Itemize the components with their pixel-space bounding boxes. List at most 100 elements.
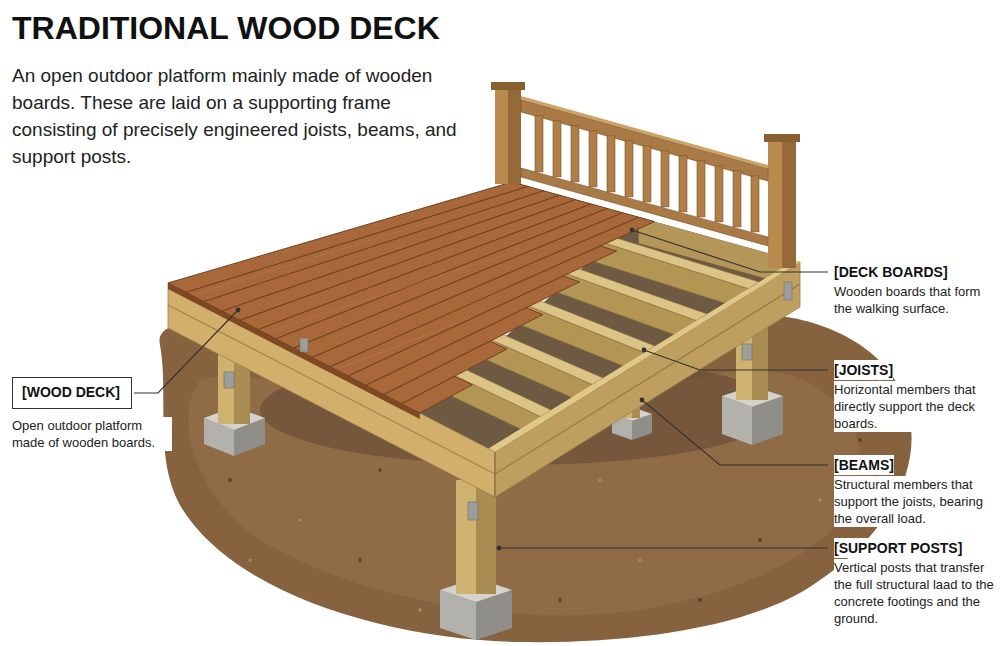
part-description: Structural members that support the jois… — [834, 476, 994, 527]
label-holder: Vertical posts that transfer the full st… — [834, 559, 994, 627]
rim-beam — [495, 284, 800, 474]
leader-dot — [236, 228, 647, 551]
part-description: Wooden boards that form the walking surf… — [834, 283, 994, 317]
railing — [625, 141, 633, 197]
railing — [508, 88, 521, 184]
leader-line — [134, 310, 238, 393]
leader-line — [644, 350, 828, 370]
ground — [358, 558, 362, 562]
deck-boards — [294, 213, 623, 348]
railing — [733, 171, 741, 227]
railing — [751, 176, 759, 232]
ground — [818, 498, 822, 502]
deck-boards — [204, 191, 544, 302]
deck-boards — [240, 200, 575, 321]
leader-line — [134, 230, 828, 548]
leader-dot — [236, 308, 241, 313]
leader-dot — [630, 228, 635, 233]
railing — [535, 116, 759, 232]
deck-boards — [402, 376, 455, 404]
label-holder: Open outdoor platform made of wooden boa… — [12, 417, 172, 451]
title-holder: TRADITIONAL WOOD DECK — [12, 8, 440, 48]
ground — [858, 438, 862, 442]
ground — [248, 558, 251, 561]
deck-boards — [168, 182, 655, 413]
leader-line — [632, 230, 828, 272]
deck-boards — [276, 208, 607, 338]
deck-boards — [186, 186, 528, 292]
railing — [697, 161, 705, 217]
deck-boards — [195, 222, 430, 294]
ground — [558, 598, 562, 602]
metal-bracket — [468, 502, 478, 520]
label-holder: [DECK BOARDS] — [834, 262, 948, 282]
railing — [643, 146, 651, 202]
support-post — [476, 480, 496, 594]
railing — [535, 116, 543, 172]
ground — [598, 478, 601, 481]
deck-boards — [168, 283, 420, 419]
ground — [698, 598, 702, 602]
part-name: [DECK BOARDS] — [834, 262, 948, 282]
ground — [638, 558, 641, 561]
railing — [661, 151, 669, 207]
railing — [715, 166, 723, 222]
deck-boards — [348, 276, 563, 376]
rim-beam — [494, 452, 495, 497]
part-name: [WOOD DECK] — [22, 384, 122, 401]
ground — [228, 478, 232, 482]
deck-boards — [168, 182, 655, 419]
ground — [418, 608, 422, 612]
label-holder: Structural members that support the jois… — [834, 476, 994, 527]
label-holder: Wooden boards that form the walking surf… — [834, 283, 994, 317]
railing — [589, 131, 597, 187]
deck-boards — [330, 246, 601, 367]
title: TRADITIONAL WOOD DECK — [12, 8, 440, 48]
ground — [758, 538, 762, 542]
metal-bracket — [300, 338, 308, 352]
leader-line — [642, 400, 828, 465]
deck-boards — [312, 217, 639, 357]
part-description: Horizontal members that directly support… — [834, 381, 994, 432]
railing — [607, 136, 615, 192]
deck-boards — [340, 318, 470, 368]
metal-bracket — [742, 344, 752, 360]
railing — [491, 82, 800, 268]
railing — [764, 134, 800, 142]
railing — [553, 121, 561, 177]
metal-bracket — [224, 372, 234, 388]
railing — [679, 156, 687, 212]
label-holder: Horizontal members that directly support… — [834, 381, 994, 432]
label-holder: [BEAMS] — [834, 455, 894, 475]
label-holder: [SUPPORT POSTS] — [834, 538, 962, 558]
metal-bracket — [784, 282, 792, 300]
leader-dot — [640, 398, 645, 403]
railing — [782, 140, 796, 268]
callout-box: [WOOD DECK] — [12, 377, 132, 409]
railing — [571, 126, 579, 182]
leader-dot — [497, 546, 502, 551]
deck-boards — [186, 186, 639, 403]
railing — [495, 88, 508, 184]
part-name: [BEAMS] — [834, 455, 894, 475]
deck-boards — [195, 222, 520, 368]
leader-dot — [642, 348, 647, 353]
deck-boards — [384, 341, 490, 394]
leader-line — [499, 547, 828, 548]
intro-text: An open outdoor platform mainly made of … — [12, 62, 460, 170]
label-holder: An open outdoor platform mainly made of … — [12, 62, 460, 170]
part-description: Open outdoor platform made of wooden boa… — [12, 417, 172, 451]
deck-boards — [268, 250, 520, 332]
ground — [378, 468, 382, 472]
deck-boards — [366, 308, 526, 385]
part-description: Vertical posts that transfer the full st… — [834, 559, 994, 627]
metal-bracket — [224, 282, 792, 520]
part-name: [JOISTS] — [834, 360, 893, 380]
part-name: [SUPPORT POSTS] — [834, 538, 962, 558]
ground — [298, 518, 301, 521]
label-holder: [JOISTS] — [834, 360, 893, 380]
support-post — [456, 480, 476, 594]
deck-boards — [258, 204, 591, 330]
railing — [491, 82, 525, 90]
